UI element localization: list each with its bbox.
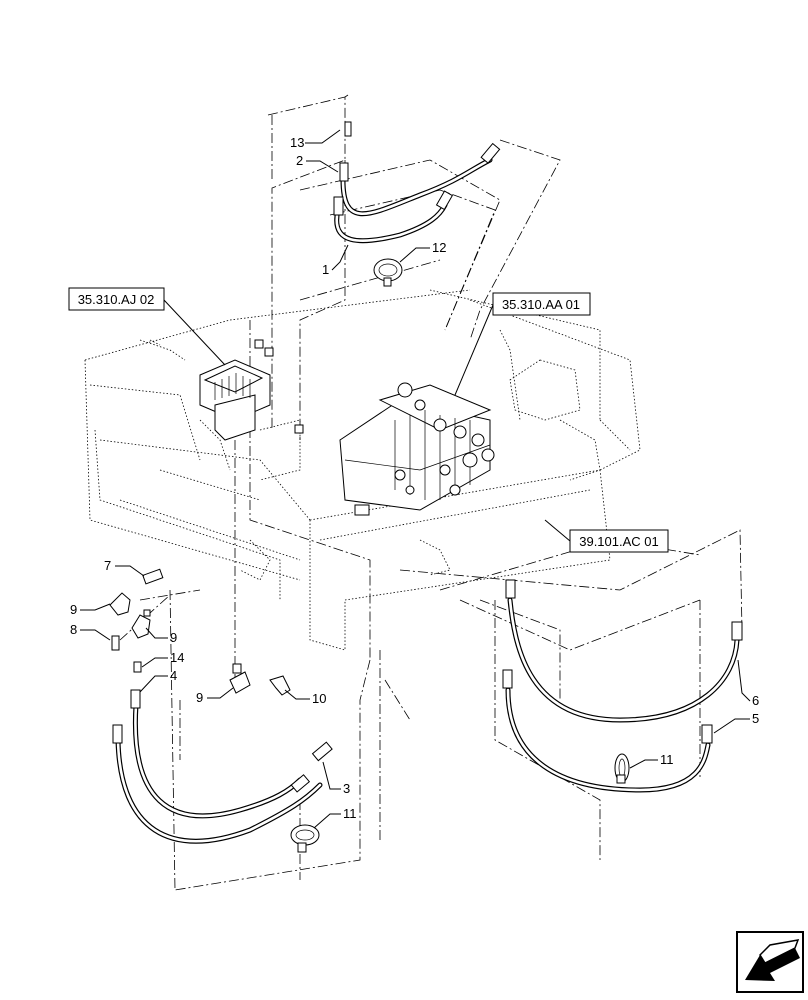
callout-11-right: 11 bbox=[660, 752, 674, 767]
reference-box-aj[interactable]: 35.310.AJ 02 bbox=[68, 287, 226, 366]
callouts: 13 2 1 12 7 9 8 9 14 4 9 10 3 11 6 5 11 bbox=[70, 129, 759, 829]
lower-left-hose-assembly bbox=[111, 635, 333, 844]
reference-aa-label: 35.310.AA 01 bbox=[502, 297, 580, 312]
right-hose-assembly bbox=[502, 579, 743, 793]
hose-clamp-12 bbox=[373, 258, 403, 287]
callout-6: 6 bbox=[752, 693, 759, 708]
callout-9-mid: 9 bbox=[170, 630, 177, 645]
hose-clamp-11-right bbox=[614, 753, 630, 784]
callout-9-bottom: 9 bbox=[196, 690, 203, 705]
reference-box-ac[interactable]: 39.101.AC 01 bbox=[544, 519, 669, 553]
callout-11-left: 11 bbox=[343, 806, 357, 821]
upper-hose-assembly bbox=[333, 121, 501, 244]
callout-12: 12 bbox=[432, 240, 446, 255]
reference-box-aa[interactable]: 35.310.AA 01 bbox=[454, 292, 591, 396]
callout-8: 8 bbox=[70, 622, 77, 637]
reference-aj-label: 35.310.AJ 02 bbox=[78, 292, 155, 307]
callout-13: 13 bbox=[290, 135, 304, 150]
elbow-fittings bbox=[109, 568, 291, 696]
chassis-frame bbox=[84, 289, 641, 651]
callout-7: 7 bbox=[104, 558, 111, 573]
hose-clamp-11-left bbox=[290, 824, 320, 853]
reference-ac-label: 39.101.AC 01 bbox=[579, 534, 659, 549]
callout-5: 5 bbox=[752, 711, 759, 726]
callout-1: 1 bbox=[322, 262, 329, 277]
callout-14: 14 bbox=[170, 650, 184, 665]
view-direction-arrow-icon[interactable] bbox=[736, 931, 804, 993]
callout-9-left: 9 bbox=[70, 602, 77, 617]
control-valve-assembly bbox=[339, 382, 495, 516]
callout-4: 4 bbox=[170, 668, 177, 683]
callout-2: 2 bbox=[296, 153, 303, 168]
callout-3: 3 bbox=[343, 781, 350, 796]
pilot-control-module bbox=[199, 339, 304, 441]
callout-10: 10 bbox=[312, 691, 326, 706]
